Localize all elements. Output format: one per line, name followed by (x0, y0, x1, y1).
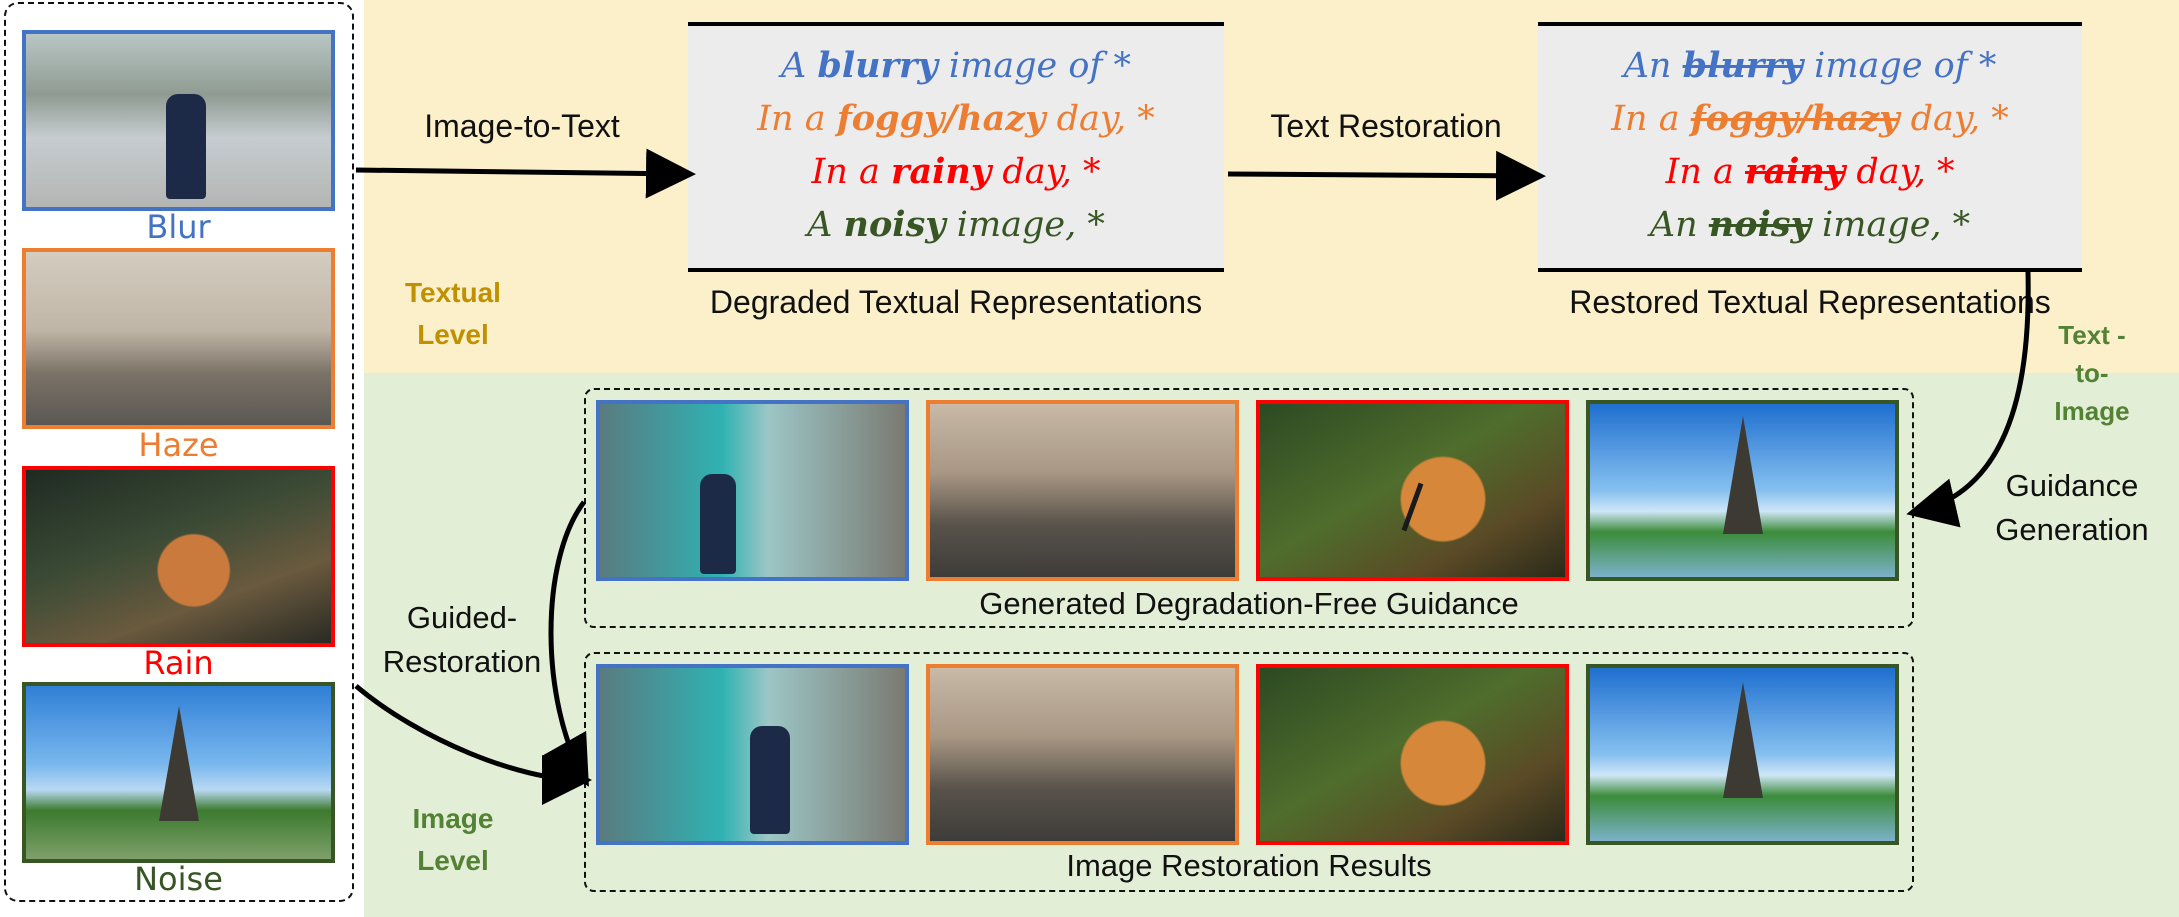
guidance-image-tiger (1256, 400, 1569, 581)
restored-panel-caption: Restored Textual Representations (1569, 284, 2051, 320)
restored-line-rain: In a rainy day, * (1665, 151, 1955, 193)
image-to-text-label: Image-to-Text (424, 108, 620, 144)
result-image-rain (1256, 664, 1569, 845)
restoration-results-group: Image Restoration Results (584, 652, 1914, 892)
result-image-blur (596, 664, 909, 845)
guidance-image-city (926, 400, 1239, 581)
restored-text-panel: An blurry image of * In a foggy/hazy day… (1538, 22, 2082, 272)
degraded-line-rain: In a rainy day, * (811, 151, 1101, 193)
eiffel-tower-shape (1722, 416, 1763, 534)
degraded-line-haze: In a foggy/hazy day, * (757, 98, 1155, 140)
haze-input-image (22, 248, 335, 429)
textual-level-label: Textual Level (405, 277, 501, 350)
input-caption-blur: Blur (146, 208, 211, 246)
restoration-results-caption: Image Restoration Results (1066, 848, 1432, 883)
guidance-generation-label: Guidance Generation (1995, 468, 2149, 547)
guidance-image-eiffel (1586, 400, 1899, 581)
degraded-line-blur: A blurry image of * (780, 45, 1132, 87)
guidance-image-street (596, 400, 909, 581)
pedestrian-figure (700, 474, 736, 574)
text-to-image-label: Text -to- Image (2054, 320, 2130, 426)
text-restoration-label: Text Restoration (1270, 108, 1502, 144)
rain-input-image (22, 466, 335, 647)
blur-input-image (22, 30, 335, 211)
guided-restoration-arrow (354, 684, 592, 805)
blurred-pedestrian (166, 94, 206, 199)
degraded-inputs-panel: Blur Haze Rain Noise (4, 2, 354, 902)
generated-guidance-caption: Generated Degradation-Free Guidance (979, 586, 1519, 621)
degraded-text-panel: A blurry image of * In a foggy/hazy day,… (688, 22, 1224, 272)
text-restoration-arrow (1227, 150, 1546, 201)
restored-line-noise: An noisy image, * (1649, 204, 1971, 246)
image-to-text-arrow (355, 148, 696, 199)
input-caption-rain: Rain (143, 644, 214, 682)
text-to-image-arrow (1906, 271, 2031, 528)
result-image-noise (1586, 664, 1899, 845)
guided-restoration-label: Guided- Restoration (382, 600, 542, 679)
generated-guidance-group: Generated Degradation-Free Guidance (584, 388, 1914, 628)
guidance-to-restoration-arrow (542, 500, 589, 787)
input-caption-haze: Haze (138, 426, 219, 464)
image-level-label: Image Level (412, 803, 494, 876)
eiffel-tower-shape (158, 706, 199, 821)
input-caption-noise: Noise (134, 860, 223, 898)
degraded-panel-caption: Degraded Textual Representations (709, 284, 1203, 320)
restored-line-blur: An blurry image of * (1623, 45, 1997, 87)
result-image-haze (926, 664, 1239, 845)
eiffel-tower-shape (1722, 682, 1763, 798)
noise-input-image (22, 682, 335, 863)
restored-line-haze: In a foggy/hazy day, * (1611, 98, 2009, 140)
pedestrian-figure (750, 726, 790, 834)
degraded-line-noise: A noisy image, * (807, 204, 1105, 246)
